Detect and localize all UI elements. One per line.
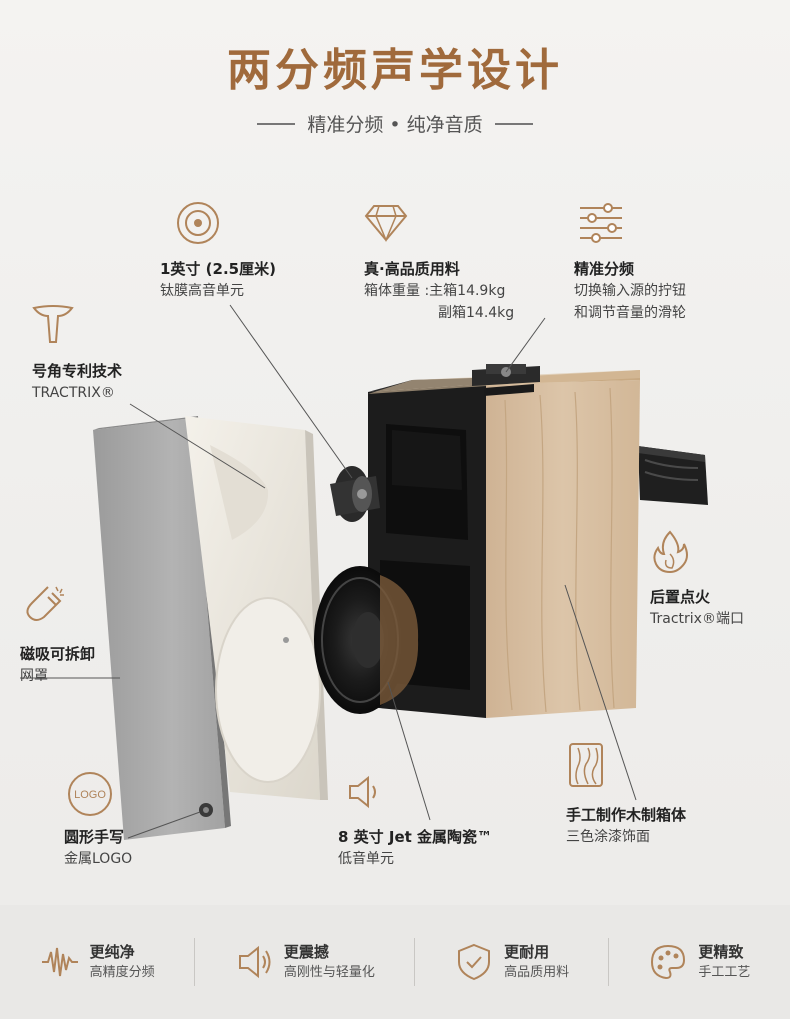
footer-item-purity: 更纯净 高精度分频 (40, 932, 155, 992)
footer-divider (413, 938, 415, 986)
footer-item-refined: 更精致 手工工艺 (648, 932, 750, 992)
waveform-icon (40, 942, 80, 982)
callout-horn: 号角专利技术 TRACTRIX® (32, 360, 122, 404)
callout-material: 真·高品质用料 箱体重量 :主箱14.9kg 副箱14.4kg (364, 258, 514, 324)
woofer-driver (314, 566, 419, 714)
callout-cabinet: 手工制作木制箱体 三色涂漆饰面 (566, 804, 686, 848)
callout-material-sub2: 副箱14.4kg (438, 305, 515, 321)
callout-crossover-sub1: 切换输入源的拧钮 (574, 283, 686, 299)
callout-horn-title: 号角专利技术 (32, 362, 123, 380)
footer-item-durable-title: 更耐用 (504, 943, 550, 961)
wood-grain-icon (566, 742, 606, 788)
leader-woofer (387, 681, 431, 821)
footer-item-purity-title: 更纯净 (89, 943, 135, 961)
leader-cabinet (564, 584, 637, 801)
callout-woofer-title: 8 英寸 Jet 金属陶瓷™ (338, 828, 493, 846)
rear-port (638, 446, 708, 505)
leader-logo (127, 811, 201, 839)
footer-item-durable-sub: 高品质用料 (504, 965, 570, 980)
logo-icon-text: LOGO (74, 789, 106, 801)
callout-rear-port: 后置点火 Tractrix®端口 (650, 586, 744, 630)
callout-cabinet-sub: 三色涂漆饰面 (566, 829, 650, 845)
speaker-icon (234, 942, 274, 982)
feature-footer: 更纯净 高精度分频 更震撼 高刚性与轻量化 更耐用 高品质用料 更精致 手工工艺 (0, 905, 790, 1019)
callout-material-title: 真·高品质用料 (364, 260, 460, 278)
callout-tweeter-title: 1英寸 (2.5厘米) (160, 260, 276, 278)
callout-crossover: 精准分频 切换输入源的拧钮 和调节音量的滑轮 (574, 258, 686, 324)
footer-item-refined-title: 更精致 (698, 943, 744, 961)
callout-rear-port-title: 后置点火 (650, 588, 711, 606)
speaker-sound-icon (344, 772, 384, 812)
tractrix-horn (185, 416, 328, 800)
callout-rear-port-sub: Tractrix®端口 (650, 611, 744, 627)
tweeter-icon (176, 201, 220, 245)
subtitle-dash-right (494, 122, 533, 125)
logo-icon: LOGO (66, 770, 114, 818)
footer-item-impact-sub: 高刚性与轻量化 (283, 965, 375, 980)
callout-woofer: 8 英寸 Jet 金属陶瓷™ 低音单元 (338, 826, 492, 870)
callout-tweeter: 1英寸 (2.5厘米) 钛膜高音单元 (160, 258, 276, 302)
shield-check-icon (454, 942, 494, 982)
callout-horn-sub: TRACTRIX® (32, 385, 115, 401)
footer-item-purity-sub: 高精度分频 (89, 965, 155, 980)
leader-lines (20, 304, 637, 839)
page-title: 两分频声学设计 (227, 45, 563, 96)
tractrix-horn-icon (30, 302, 76, 346)
footer-item-impact-title: 更震撼 (283, 943, 329, 961)
tweeter-driver (330, 466, 380, 522)
callout-grille-title: 磁吸可拆卸 (20, 645, 96, 663)
footer-item-refined-sub: 手工工艺 (698, 965, 751, 980)
callout-crossover-title: 精准分频 (574, 260, 635, 278)
leader-tweeter (229, 304, 353, 479)
leader-horn (129, 403, 266, 489)
palette-icon (648, 942, 688, 982)
footer-divider (608, 938, 610, 986)
footer-item-durable: 更耐用 高品质用料 (454, 932, 569, 992)
diamond-icon (364, 202, 408, 244)
subtitle-dash-left (257, 122, 296, 125)
callout-logo-title: 圆形手写 (64, 828, 125, 846)
callout-grille: 磁吸可拆卸 网罩 (20, 643, 95, 687)
crossover-control (472, 364, 540, 396)
subtitle-text: 精准分频 • 纯净音质 (307, 114, 483, 136)
callout-tweeter-sub: 钛膜高音单元 (160, 283, 244, 299)
callout-cabinet-title: 手工制作木制箱体 (566, 806, 687, 824)
callout-grille-sub: 网罩 (20, 668, 48, 684)
flame-icon (650, 530, 690, 574)
callout-woofer-sub: 低音单元 (338, 851, 394, 867)
leader-crossover (505, 317, 546, 373)
footer-divider (193, 938, 195, 986)
callout-material-sub1: 箱体重量 :主箱14.9kg (364, 283, 506, 299)
sliders-icon (578, 200, 624, 246)
speaker-exploded-illustration (93, 364, 708, 840)
page-subtitle: 精准分频 • 纯净音质 (0, 110, 790, 137)
magnet-icon (22, 585, 68, 631)
callout-logo-sub: 金属LOGO (64, 851, 133, 867)
callout-logo: 圆形手写 金属LOGO (64, 826, 132, 870)
callout-crossover-sub2: 和调节音量的滑轮 (574, 305, 686, 321)
footer-item-impact: 更震撼 高刚性与轻量化 (234, 932, 375, 992)
